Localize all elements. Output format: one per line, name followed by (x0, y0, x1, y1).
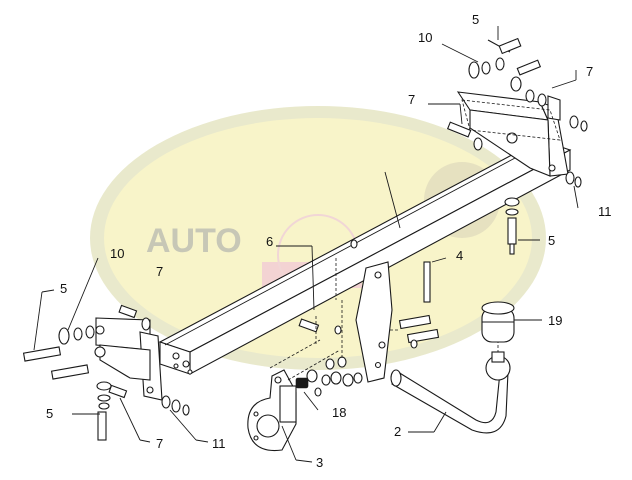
callout-7-left: 7 (156, 264, 163, 279)
left-side-bracket (94, 317, 163, 401)
watermark-text: AUTO (146, 222, 242, 260)
socket-plate (247, 369, 297, 452)
callout-19: 19 (548, 313, 562, 328)
crossbeam (158, 139, 572, 375)
bolts (22, 37, 542, 441)
callout-7-top-mid: 7 (408, 92, 415, 107)
callout-6: 6 (266, 234, 273, 249)
callout-11-bottom: 11 (212, 436, 226, 451)
callout-labels: 5 10 7 7 11 5 6 4 10 7 5 19 5 7 11 18 2 … (46, 12, 612, 470)
callout-5-right: 5 (548, 233, 555, 248)
right-side-bracket (456, 91, 569, 177)
washers-nuts (58, 57, 588, 416)
tow-ball (485, 351, 511, 381)
ball-cover (481, 301, 515, 343)
callout-7-bottom: 7 (156, 436, 163, 451)
callout-18: 18 (332, 405, 346, 420)
callout-5-top: 5 (472, 12, 479, 27)
callout-3: 3 (316, 455, 323, 470)
callout-7-top-right: 7 (586, 64, 593, 79)
assembly-lines (269, 258, 398, 381)
callout-2: 2 (394, 424, 401, 439)
mount-plate (355, 261, 393, 383)
callout-5-left: 5 (60, 281, 67, 296)
leader-lines (33, 26, 579, 463)
callout-4: 4 (456, 248, 463, 263)
callout-5-bottom-left: 5 (46, 406, 53, 421)
callout-11-right: 11 (598, 204, 612, 219)
callout-10-left: 10 (110, 246, 124, 261)
callout-10-top: 10 (418, 30, 432, 45)
spring (295, 377, 309, 389)
